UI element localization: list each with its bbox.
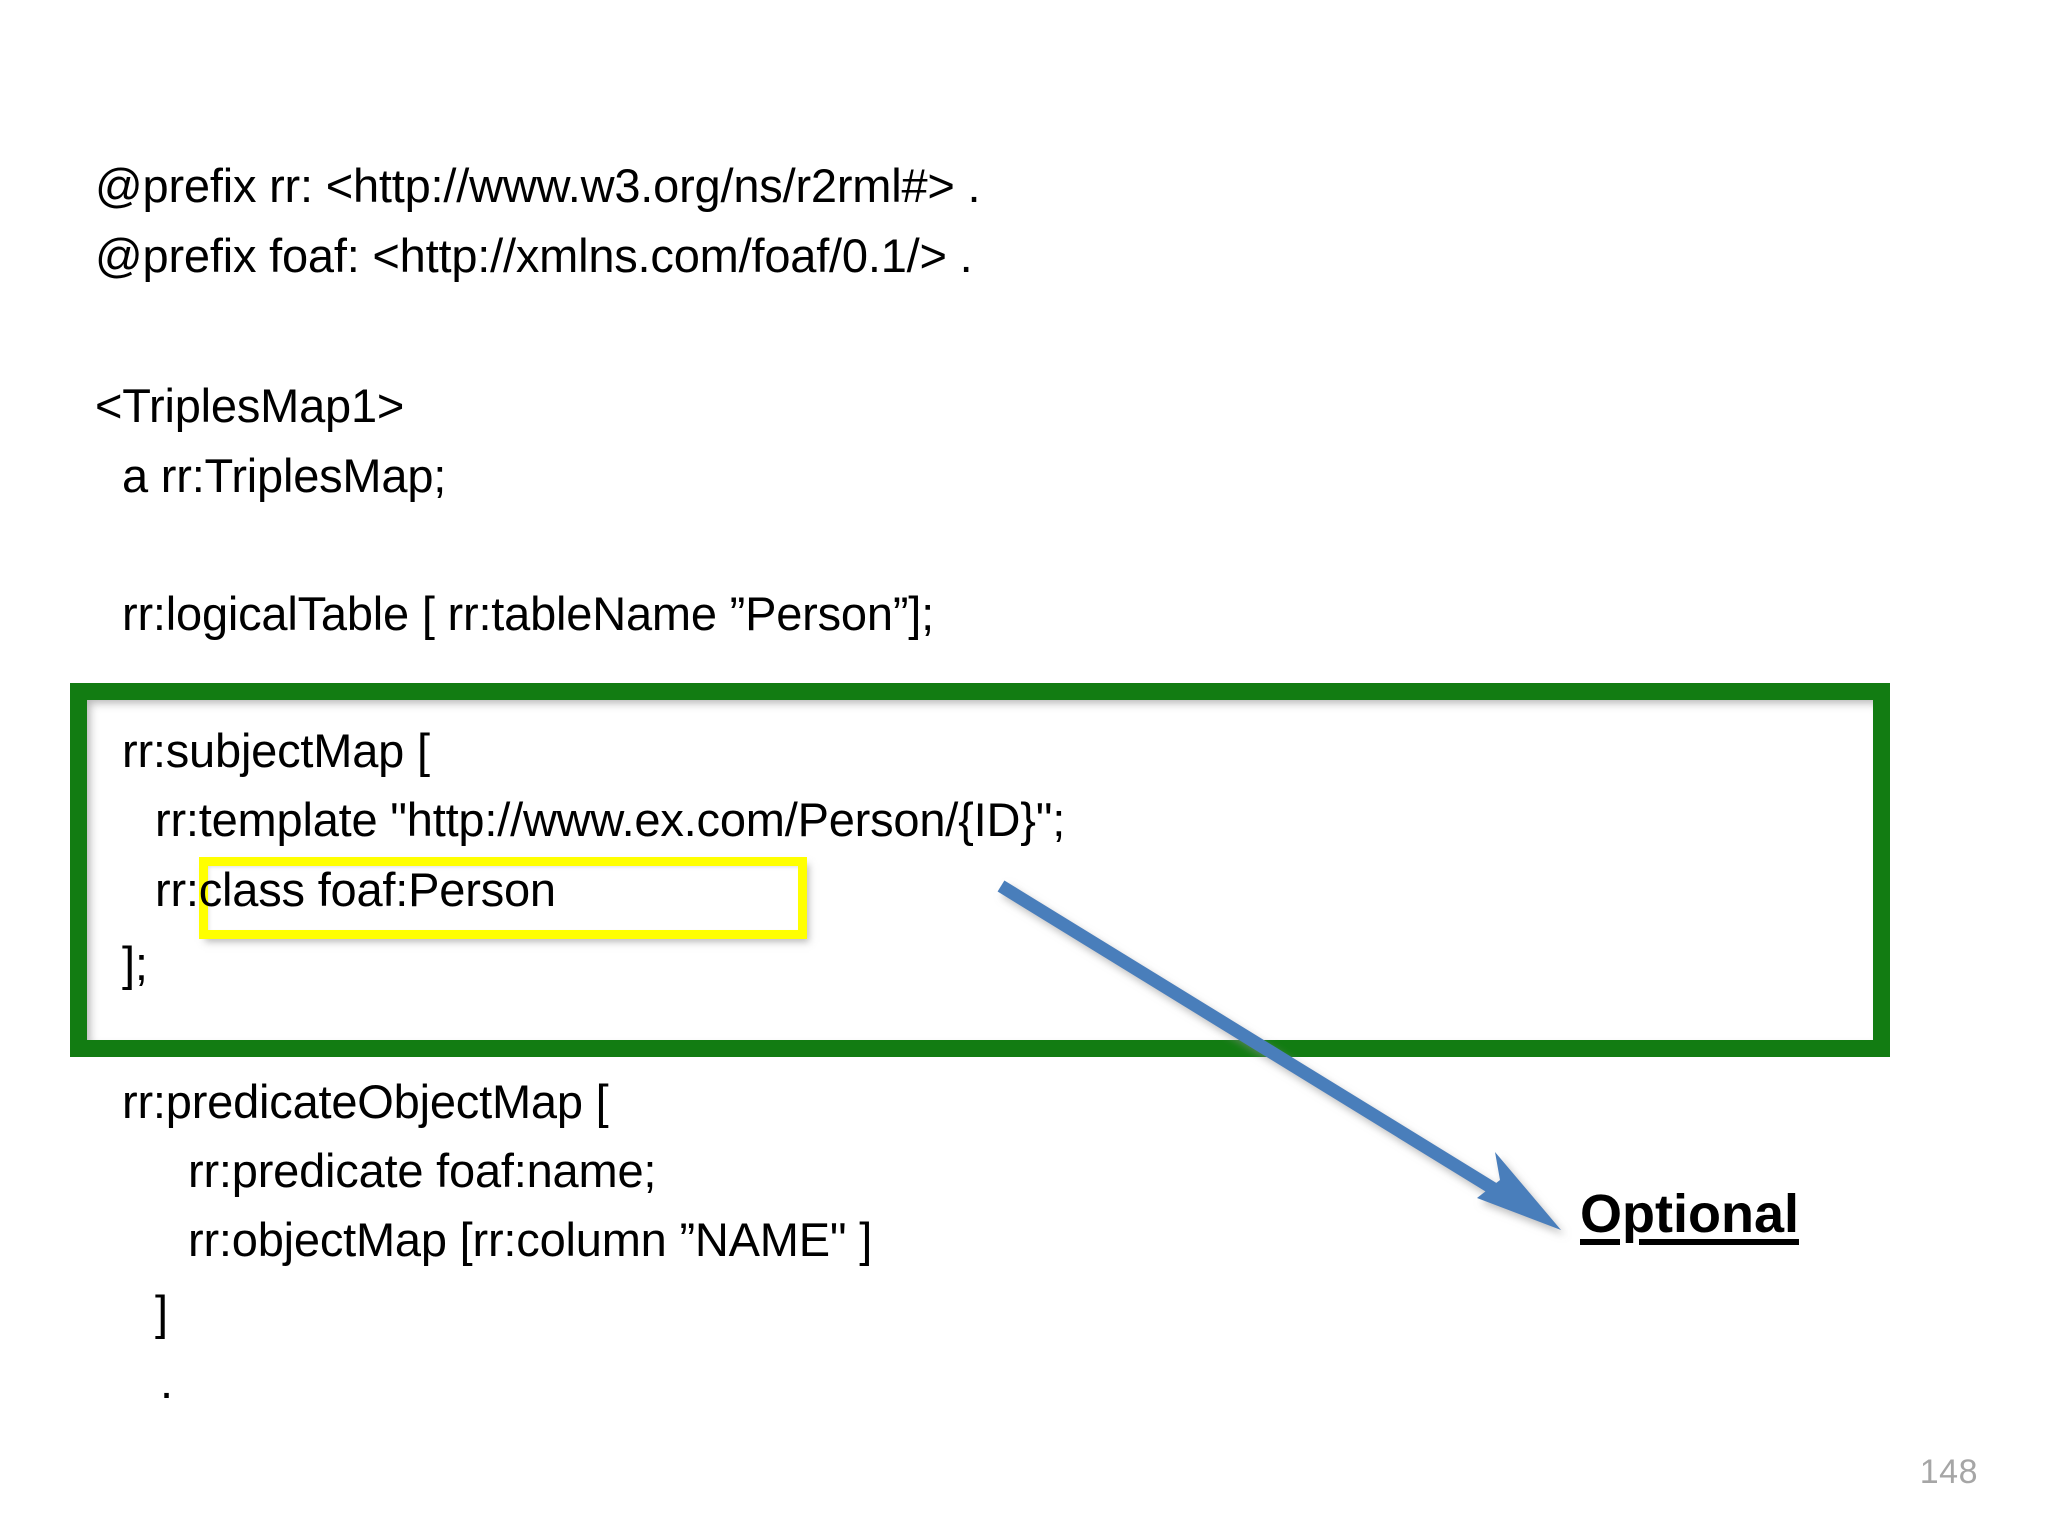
- code-line-subjectmap-class: rr:class foaf:Person: [155, 863, 556, 916]
- yellow-highlight-box: [199, 857, 807, 939]
- code-line-subjectmap-open: rr:subjectMap [: [122, 724, 430, 777]
- code-line-predicateobjectmap-open: rr:predicateObjectMap [: [122, 1075, 609, 1128]
- code-line-prefix-rr: @prefix rr: <http://www.w3.org/ns/r2rml#…: [95, 159, 981, 212]
- code-line-triplesmap-type: a rr:TriplesMap;: [122, 449, 447, 502]
- code-line-logical-table: rr:logicalTable [ rr:tableName ”Person”]…: [122, 587, 934, 640]
- code-line-subjectmap-template: rr:template "http://www.ex.com/Person/{I…: [155, 793, 1066, 846]
- code-line-predicate: rr:predicate foaf:name;: [188, 1144, 657, 1197]
- slide-number: 148: [1919, 1453, 1978, 1491]
- code-line-objectmap: rr:objectMap [rr:column ”NAME" ]: [188, 1213, 873, 1266]
- code-line-prefix-foaf: @prefix foaf: <http://xmlns.com/foaf/0.1…: [95, 229, 973, 282]
- code-line-triplesmap-subject: <TriplesMap1>: [95, 379, 405, 432]
- green-highlight-box: [70, 683, 1890, 1057]
- optional-callout-label: Optional: [1580, 1184, 1799, 1244]
- code-line-subjectmap-close: ];: [122, 937, 148, 990]
- code-line-predicateobjectmap-close: ]: [155, 1286, 168, 1339]
- code-line-statement-terminator: .: [160, 1355, 173, 1408]
